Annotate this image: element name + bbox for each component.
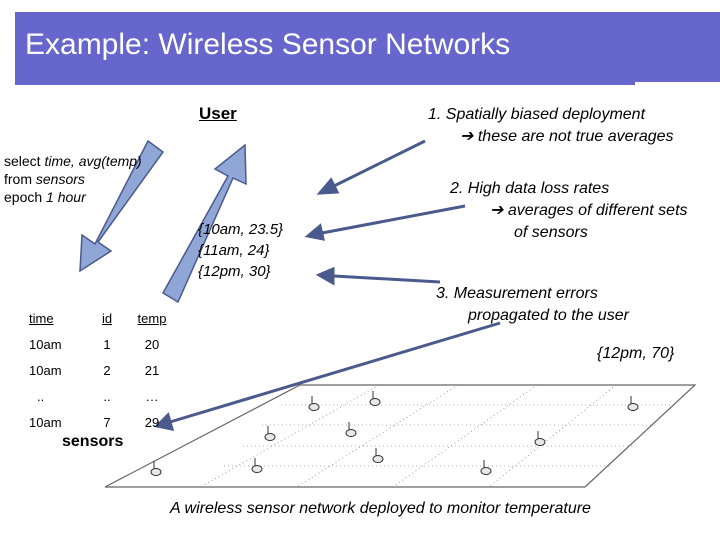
table-header: time id temp: [23, 305, 177, 331]
query-keyword: select: [4, 153, 41, 169]
figure-caption: A wireless sensor network deployed to mo…: [170, 500, 591, 517]
issue-title: 2. High data loss rates: [450, 180, 610, 197]
sensor-mote-icon: [345, 422, 357, 437]
table-cell: 10am: [29, 336, 62, 352]
query-keyword: epoch: [4, 189, 43, 205]
sensor-field-outline: [104, 384, 697, 488]
table-cell: …: [145, 388, 159, 404]
result-line: {10am, 23.5}: [198, 221, 284, 238]
column-header: temp: [137, 310, 167, 326]
query-results: {10am, 23.5} {11am, 24} {12pm, 30}: [198, 219, 283, 282]
issue-spatial-bias: 1. Spatially biased deployment ➔ these a…: [428, 104, 674, 148]
result-line: {12pm, 30}: [198, 263, 271, 280]
query-identifier: sensors: [32, 171, 85, 187]
title-bar: [15, 12, 720, 82]
issue-pointer-arrows: [153, 139, 501, 431]
grid-line: [488, 384, 617, 488]
issue-title: 1. Spatially biased deployment: [428, 106, 646, 123]
sensor-mote-icon: [251, 458, 263, 473]
table-row: 10am 7 29: [23, 409, 177, 435]
sensor-mote-icon: [264, 426, 276, 441]
sensor-mote-icon: [150, 461, 162, 476]
table-cell: 1: [103, 336, 111, 352]
sensor-mote-icon: [534, 431, 546, 446]
grid-line: [392, 384, 538, 488]
table-row: .. .. …: [23, 383, 177, 409]
sensor-mote-icon: [369, 391, 381, 406]
sensor-mote-icon: [372, 448, 384, 463]
sensors-label: sensors: [62, 433, 124, 450]
table-cell: 2: [103, 362, 111, 378]
issue-detail: ➔ these are not true averages: [460, 128, 674, 145]
sensor-readings-table: time id temp 10am 1 20 10am 2 21 .. .. ……: [23, 305, 177, 435]
table-cell: 10am: [29, 414, 62, 430]
query-line: epoch 1 hour: [4, 188, 142, 206]
table-cell: 7: [103, 414, 111, 430]
issue-detail: ➔ averages of different sets: [490, 202, 688, 219]
sensor-mote-icon: [308, 396, 320, 411]
issue-measurement-errors: 3. Measurement errors propagated to the …: [436, 283, 629, 327]
title-underline: [15, 82, 635, 85]
issue-detail: of sensors: [514, 224, 588, 241]
table-cell: 21: [144, 362, 160, 378]
result-line: {11am, 24}: [198, 242, 270, 259]
table-cell: 20: [144, 336, 160, 352]
query-line: from sensors: [4, 170, 142, 188]
issue-detail: propagated to the user: [468, 307, 630, 324]
issue-title: 3. Measurement errors: [436, 285, 598, 302]
issue-data-loss: 2. High data loss rates ➔ averages of di…: [450, 178, 688, 244]
column-header: time: [29, 310, 54, 326]
sensor-mote-icon: [627, 396, 639, 411]
result-up-arrow: [161, 143, 247, 304]
slide-title: Example: Wireless Sensor Networks: [25, 28, 511, 61]
table-cell: ..: [103, 388, 111, 404]
table-row: 10am 2 21: [23, 357, 177, 383]
query-text: from sensors: [4, 171, 85, 187]
outlier-callout: {12pm, 70}: [597, 345, 675, 362]
table-row: 10am 1 20: [23, 331, 177, 357]
query-line: select time, avg(temp): [4, 152, 142, 170]
table-cell: ..: [37, 388, 45, 404]
table-cell: 29: [144, 414, 160, 430]
sensor-motes: [150, 391, 639, 476]
table-cell: 10am: [29, 362, 62, 378]
query-keyword: select time, avg(temp): [4, 153, 142, 169]
sensor-mote-icon: [480, 460, 492, 475]
query-keyword: from: [4, 171, 32, 187]
query-text: epoch 1 hour: [4, 189, 86, 205]
query-identifier: time, avg(temp): [40, 153, 142, 169]
column-header: id: [101, 310, 113, 326]
query-down-arrow: [79, 139, 165, 273]
sql-query: select time, avg(temp) from sensors epoc…: [4, 152, 142, 206]
user-label: User: [199, 104, 237, 123]
query-identifier: 1 hour: [42, 189, 86, 205]
sensor-field: [104, 384, 697, 488]
